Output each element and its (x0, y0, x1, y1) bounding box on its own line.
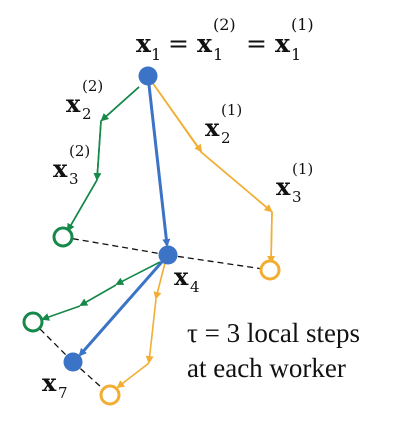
orange-arrow-6 (116, 362, 150, 389)
orange-arrow-5 (145, 298, 157, 364)
caption-line-2: at each worker (187, 353, 346, 383)
svg-text:(2): (2) (213, 15, 236, 34)
svg-text:=: = (246, 29, 267, 58)
green-arrow-6 (41, 305, 81, 321)
svg-text:1: 1 (291, 45, 301, 64)
node-green-end-round1 (52, 226, 74, 248)
label-x3-green: x (2) 3 (53, 142, 90, 188)
caption-line-1: τ = 3 local steps (187, 318, 360, 348)
dashed-line-round1-left (62, 236, 169, 256)
svg-text:x: x (42, 368, 57, 397)
orange-arrow-2 (200, 151, 273, 213)
node-x1 (138, 66, 158, 86)
svg-text:4: 4 (190, 278, 200, 296)
svg-text:(2): (2) (69, 142, 90, 160)
svg-text:3: 3 (292, 188, 302, 206)
svg-text:1: 1 (213, 45, 223, 64)
svg-text:2: 2 (221, 129, 231, 147)
svg-text:=: = (168, 29, 189, 58)
svg-text:7: 7 (58, 384, 68, 402)
blue-arrow-x1-to-x4 (146, 75, 171, 247)
green-arrow-5 (79, 284, 117, 306)
label-x4: x 4 (174, 262, 200, 296)
node-orange-end-round1 (259, 259, 281, 281)
orange-arrow-3 (267, 211, 276, 264)
svg-text:(1): (1) (221, 101, 242, 119)
svg-text:3: 3 (69, 170, 79, 188)
label-x2-green: x (2) 2 (66, 77, 103, 123)
svg-text:1: 1 (151, 45, 161, 64)
green-arrow-2 (93, 120, 102, 181)
svg-text:x: x (197, 29, 213, 58)
green-arrow-4 (115, 261, 161, 285)
label-x7: x 7 (42, 368, 68, 402)
label-top-equation: x 1 = x (2) 1 = x (1) 1 (136, 15, 314, 64)
svg-text:(2): (2) (82, 77, 103, 95)
orange-path-round1 (151, 81, 273, 264)
svg-text:x: x (174, 262, 189, 291)
svg-text:(1): (1) (291, 15, 314, 34)
node-x7 (63, 352, 83, 372)
svg-text:x: x (276, 172, 291, 201)
svg-text:(1): (1) (292, 160, 313, 178)
svg-text:x: x (53, 154, 68, 183)
green-arrow-1 (100, 86, 140, 122)
svg-text:x: x (205, 113, 220, 142)
node-x4 (158, 245, 178, 265)
orange-arrow-1 (151, 81, 203, 153)
green-arrow-3 (66, 179, 98, 232)
dashed-line-round1-right (167, 254, 271, 271)
node-green-end-round2 (22, 311, 44, 333)
node-orange-end-round2 (99, 384, 121, 406)
label-x2-orange: x (1) 2 (205, 101, 242, 147)
svg-text:2: 2 (82, 105, 92, 123)
svg-text:x: x (66, 89, 81, 118)
orange-arrow-4 (153, 262, 166, 300)
label-x3-orange: x (1) 3 (276, 160, 313, 206)
svg-text:x: x (275, 29, 291, 58)
blue-arrow-x4-to-x7 (78, 254, 170, 357)
svg-text:x: x (136, 29, 152, 58)
